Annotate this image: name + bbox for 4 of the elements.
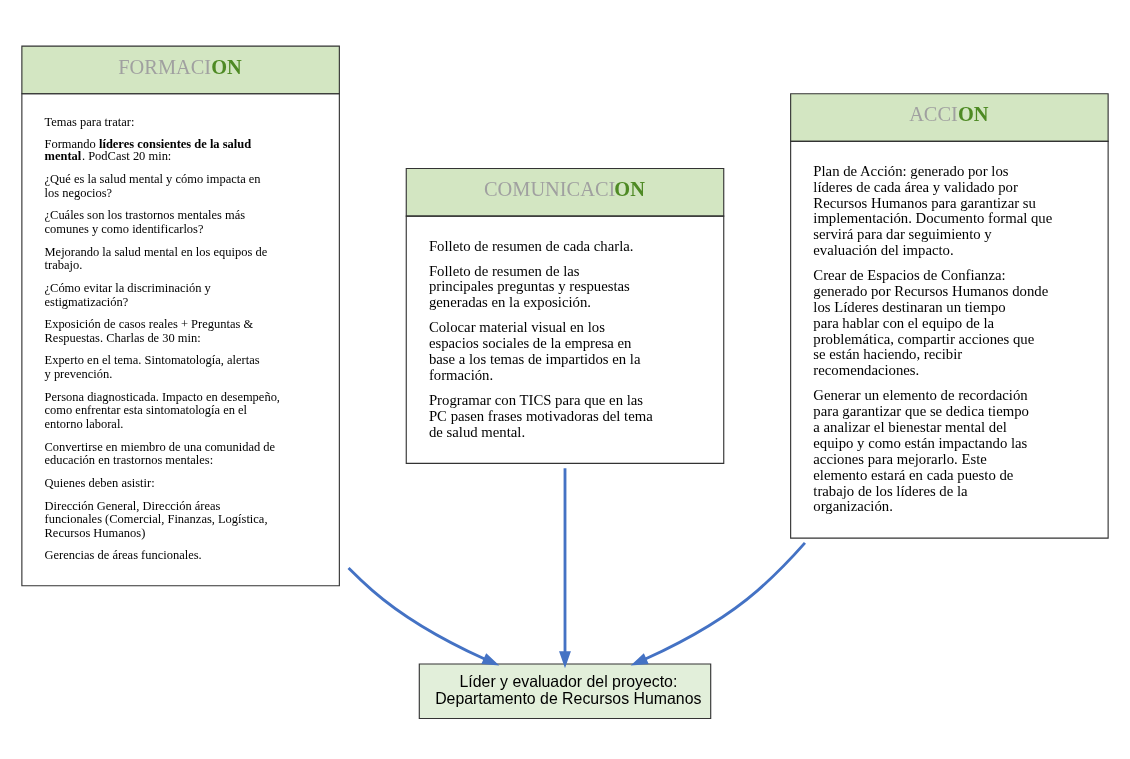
arrow bbox=[559, 467, 571, 668]
arrow bbox=[347, 566, 500, 666]
arrow bbox=[630, 541, 806, 666]
node-box: Líder y evaluador del proyecto: Departamento de Recursos Humanos bbox=[418, 662, 712, 719]
